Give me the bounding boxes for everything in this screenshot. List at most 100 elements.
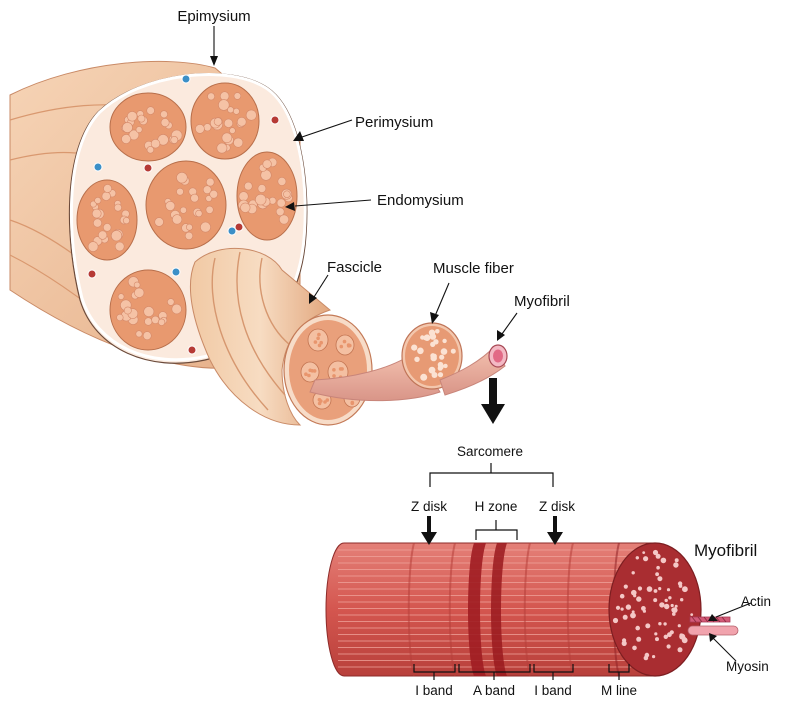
- fascicle-section-3: [237, 152, 297, 240]
- label-epimysium: Epimysium: [177, 8, 250, 25]
- fiber-myofibril-dot: [438, 372, 443, 377]
- label-h-zone: H zone: [475, 499, 518, 514]
- fascicle-fiber-2: [336, 335, 354, 355]
- vessel-10: [235, 223, 243, 231]
- z-disk-right-arrow: [553, 516, 557, 534]
- end-filament-dot: [645, 653, 650, 658]
- end-filament-dot: [630, 613, 636, 619]
- end-filament-dot: [672, 612, 676, 616]
- end-filament-dot: [647, 586, 653, 592]
- end-filament-dot: [668, 596, 671, 599]
- label-myofibril-large: Myofibril: [694, 541, 757, 560]
- label-i-band-left: I band: [415, 683, 453, 698]
- label-m-line: M line: [601, 683, 637, 698]
- fascicle-fiber-3: [301, 362, 319, 382]
- myofibril-small-pointer: [502, 313, 517, 334]
- label-i-band-right: I band: [534, 683, 572, 698]
- fiber-myofibril-dot: [441, 348, 448, 355]
- vessel-4: [172, 268, 180, 276]
- perimysium-pointer: [302, 120, 352, 137]
- fiber-myofibril-dot: [451, 349, 456, 354]
- end-filament-dot: [682, 637, 688, 643]
- end-filament-dot: [658, 622, 661, 625]
- sarcomere-bracket: [430, 463, 553, 487]
- vessel-2: [94, 163, 102, 171]
- label-a-band: A band: [473, 683, 515, 698]
- end-filament-dot: [636, 556, 639, 559]
- end-filament-dot: [613, 618, 618, 623]
- fiber-myofibril-dot: [411, 345, 417, 351]
- fiber-myofibril-dot: [439, 355, 444, 360]
- end-filament-dot: [678, 647, 683, 652]
- end-filament-dot: [657, 576, 662, 581]
- fiber-myofibril-dot: [429, 367, 436, 374]
- fascicle-section-5: [77, 180, 137, 260]
- end-filament-dot: [661, 558, 667, 564]
- label-endomysium: Endomysium: [377, 192, 464, 209]
- muscle-fiber-pointer: [435, 283, 449, 316]
- label-myofibril-small: Myofibril: [514, 293, 570, 310]
- end-filament-dot: [667, 588, 670, 591]
- end-filament-dot: [632, 610, 635, 613]
- end-filament-dot: [643, 610, 646, 613]
- end-filament-dot: [636, 637, 641, 642]
- fiber-myofibril-dot: [423, 336, 428, 341]
- end-filament-dot: [626, 604, 631, 609]
- end-filament-dot: [672, 607, 678, 613]
- fascicle-pointer: [314, 275, 328, 297]
- end-filament-dot: [658, 587, 661, 590]
- end-filament-dot: [680, 598, 683, 601]
- vessel-5: [144, 164, 152, 172]
- end-filament-dot: [671, 604, 674, 607]
- vessel-6: [271, 116, 279, 124]
- end-filament-dot: [655, 637, 659, 641]
- end-filament-dot: [653, 598, 657, 602]
- end-filament-dot: [675, 558, 679, 562]
- end-filament-dot: [667, 644, 671, 648]
- end-filament-dot: [656, 554, 661, 559]
- myosin-pointer: [712, 637, 736, 661]
- fiber-myofibril-dot: [417, 348, 424, 355]
- end-filament-dot: [659, 602, 664, 607]
- end-filament-dot: [690, 613, 693, 616]
- fascicle-section-4: [146, 161, 226, 249]
- end-filament-dot: [632, 646, 637, 651]
- h-zone-bracket: [476, 520, 517, 540]
- fiber-myofibril-dot: [443, 364, 447, 368]
- vessel-1: [182, 75, 190, 83]
- end-filament-dot: [682, 586, 688, 592]
- end-filament-dot: [623, 615, 628, 620]
- end-filament-dot: [636, 596, 641, 601]
- end-filament-dot: [678, 624, 681, 627]
- vessel-9: [188, 346, 196, 354]
- fiber-myofibril-dot: [430, 353, 435, 358]
- end-filament-dot: [656, 566, 660, 570]
- myosin-filament: [688, 626, 738, 635]
- vessel-8: [88, 270, 96, 278]
- end-filament-dot: [645, 623, 650, 628]
- label-sarcomere: Sarcomere: [457, 444, 523, 459]
- label-myosin: Myosin: [726, 659, 769, 674]
- end-filament-dot: [632, 571, 635, 574]
- end-filament-dot: [678, 581, 682, 585]
- label-fascicle: Fascicle: [327, 259, 382, 276]
- fascicle-section-6: [110, 270, 186, 350]
- end-filament-dot: [638, 586, 642, 590]
- end-filament-dot: [622, 638, 626, 642]
- end-filament-dot: [624, 585, 628, 589]
- end-filament-dot: [620, 594, 625, 599]
- label-z-disk-left: Z disk: [411, 499, 447, 514]
- fascicle-section-1: [110, 93, 186, 161]
- z-disk-left-arrow: [427, 516, 431, 534]
- end-filament-dot: [673, 562, 678, 567]
- end-filament-dot: [667, 632, 672, 637]
- fiber-myofibril-dot: [414, 357, 419, 362]
- end-filament-dot: [621, 608, 624, 611]
- fiber-myofibril-dot: [420, 374, 427, 381]
- label-z-disk-right: Z disk: [539, 499, 575, 514]
- label-muscle-fiber: Muscle fiber: [433, 260, 514, 277]
- fiber-myofibril-dot: [442, 339, 446, 343]
- fiber-myofibril-dot: [438, 366, 443, 371]
- end-filament-dot: [655, 572, 659, 576]
